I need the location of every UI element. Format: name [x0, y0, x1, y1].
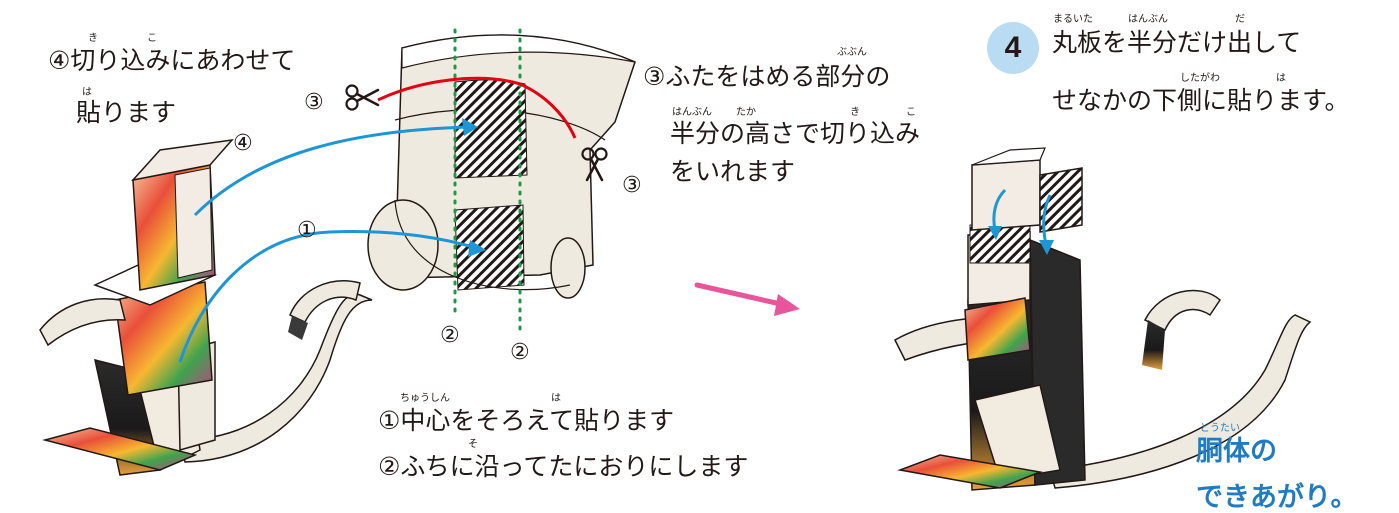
ruby-shitagawa: したがわ — [1180, 73, 1220, 84]
note-4-line-1: ④切り込みにあわせて — [48, 46, 296, 75]
scissors-icon — [345, 84, 380, 111]
marker-2-left: ② — [440, 323, 460, 348]
ruby-ha: は — [82, 87, 92, 98]
step-instruction-line-1: 丸板を半分だけ出して — [1052, 28, 1302, 57]
arrowhead — [468, 240, 486, 257]
note-4-line-2: 貼ります — [76, 98, 177, 127]
robot-parts-left — [39, 138, 373, 476]
arrowhead — [1039, 240, 1054, 255]
scissors-icon — [581, 147, 608, 182]
cut-line — [377, 76, 577, 139]
blue-arrows — [178, 125, 477, 363]
ruby-ha-3: は — [1276, 73, 1286, 84]
ruby-bubun: ぶぶん — [837, 47, 867, 58]
note-3-line-1: ③ふたをはめる部分の — [643, 62, 891, 91]
ruby-hanbun-2: はんぶん — [1128, 14, 1168, 25]
ruby-doutai: どうたい — [1200, 423, 1240, 434]
step-number-badge: 4 — [987, 22, 1039, 74]
ruby-hanbun: はんぶん — [672, 107, 712, 118]
arrowhead — [988, 226, 1002, 240]
result-line-1: 胴体の — [1196, 436, 1277, 467]
step-instruction-line-2: せなかの下側に貼ります。 — [1052, 86, 1350, 115]
ruby-chuushin: ちゅうしん — [400, 393, 450, 404]
ruby-kiri-2: き — [850, 107, 860, 118]
ruby-ha-2: は — [551, 393, 561, 404]
result-line-2: できあがり。 — [1196, 482, 1358, 513]
ruby-komi: こ — [147, 33, 157, 44]
ruby-so: そ — [468, 439, 478, 450]
note-3-line-3: をいれます — [670, 157, 796, 186]
ruby-kiri: き — [88, 33, 98, 44]
marker-2-right: ② — [510, 340, 530, 365]
note-3-line-2: 半分の高さで切り込み — [670, 119, 921, 148]
note-1: ①中心をそろえて貼ります — [378, 406, 675, 435]
robot-body-complete — [894, 147, 1312, 491]
ruby-taka: たか — [736, 107, 756, 118]
fold-lines — [453, 28, 522, 332]
ruby-maruita: まるいた — [1053, 14, 1093, 25]
marker-1: ① — [297, 218, 317, 243]
note-2: ②ふちに沿ってたにおりにします — [378, 452, 749, 481]
marker-4: ④ — [233, 131, 253, 156]
ruby-komi-2: こ — [906, 107, 916, 118]
arrowhead — [462, 118, 478, 136]
ruby-da: だ — [1235, 14, 1245, 25]
arrow-right-icon — [694, 282, 800, 316]
marker-3-left: ③ — [304, 90, 324, 115]
marker-3-right: ③ — [622, 173, 642, 198]
